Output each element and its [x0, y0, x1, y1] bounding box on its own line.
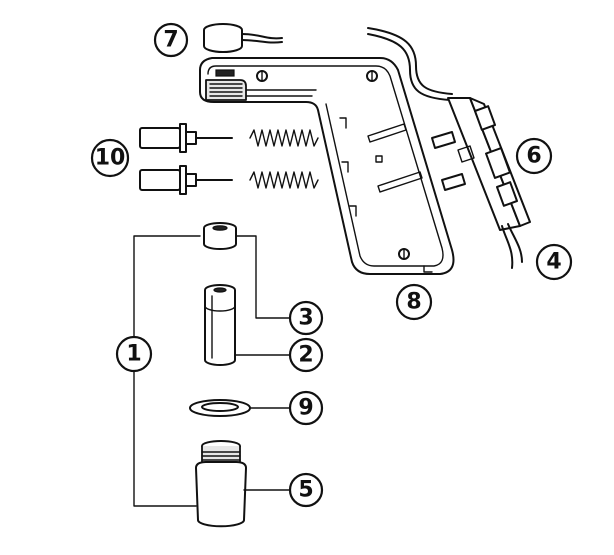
callout-6-label: 6 [526, 144, 541, 169]
callout-7: 7 [153, 22, 189, 58]
part-8-housing [199, 57, 455, 275]
callout-1-bracket [133, 235, 201, 507]
part-2-tall-cylinder [204, 284, 236, 366]
callout-10: 10 [90, 138, 130, 178]
callout-1-label: 1 [126, 342, 141, 367]
callout-4: 4 [535, 243, 573, 281]
callout-2: 2 [288, 337, 324, 373]
callout-4-label: 4 [546, 250, 561, 275]
callout-6: 6 [515, 137, 553, 175]
top-cable [367, 27, 453, 101]
part-9-washer [189, 399, 251, 417]
part-5-nozzle-base [195, 440, 247, 528]
callout-10-label: 10 [95, 146, 126, 171]
callout-3-label: 3 [298, 306, 313, 331]
callout-8: 8 [395, 283, 433, 321]
callout-9: 9 [288, 390, 324, 426]
callout-5: 5 [288, 472, 324, 508]
callout-8-label: 8 [406, 290, 421, 315]
callout-5-label: 5 [298, 478, 313, 503]
callout-7-label: 7 [163, 28, 178, 53]
callout-1: 1 [115, 335, 153, 373]
part-3-small-cylinder [203, 222, 237, 250]
callout-2-label: 2 [298, 343, 313, 368]
part-10-connectors-and-springs [139, 123, 319, 195]
callout-3: 3 [288, 300, 324, 336]
leader-lines [234, 235, 291, 491]
part-6-switch-assembly [431, 97, 531, 269]
part-7-cap-with-wire [203, 23, 283, 53]
callout-9-label: 9 [298, 396, 313, 421]
